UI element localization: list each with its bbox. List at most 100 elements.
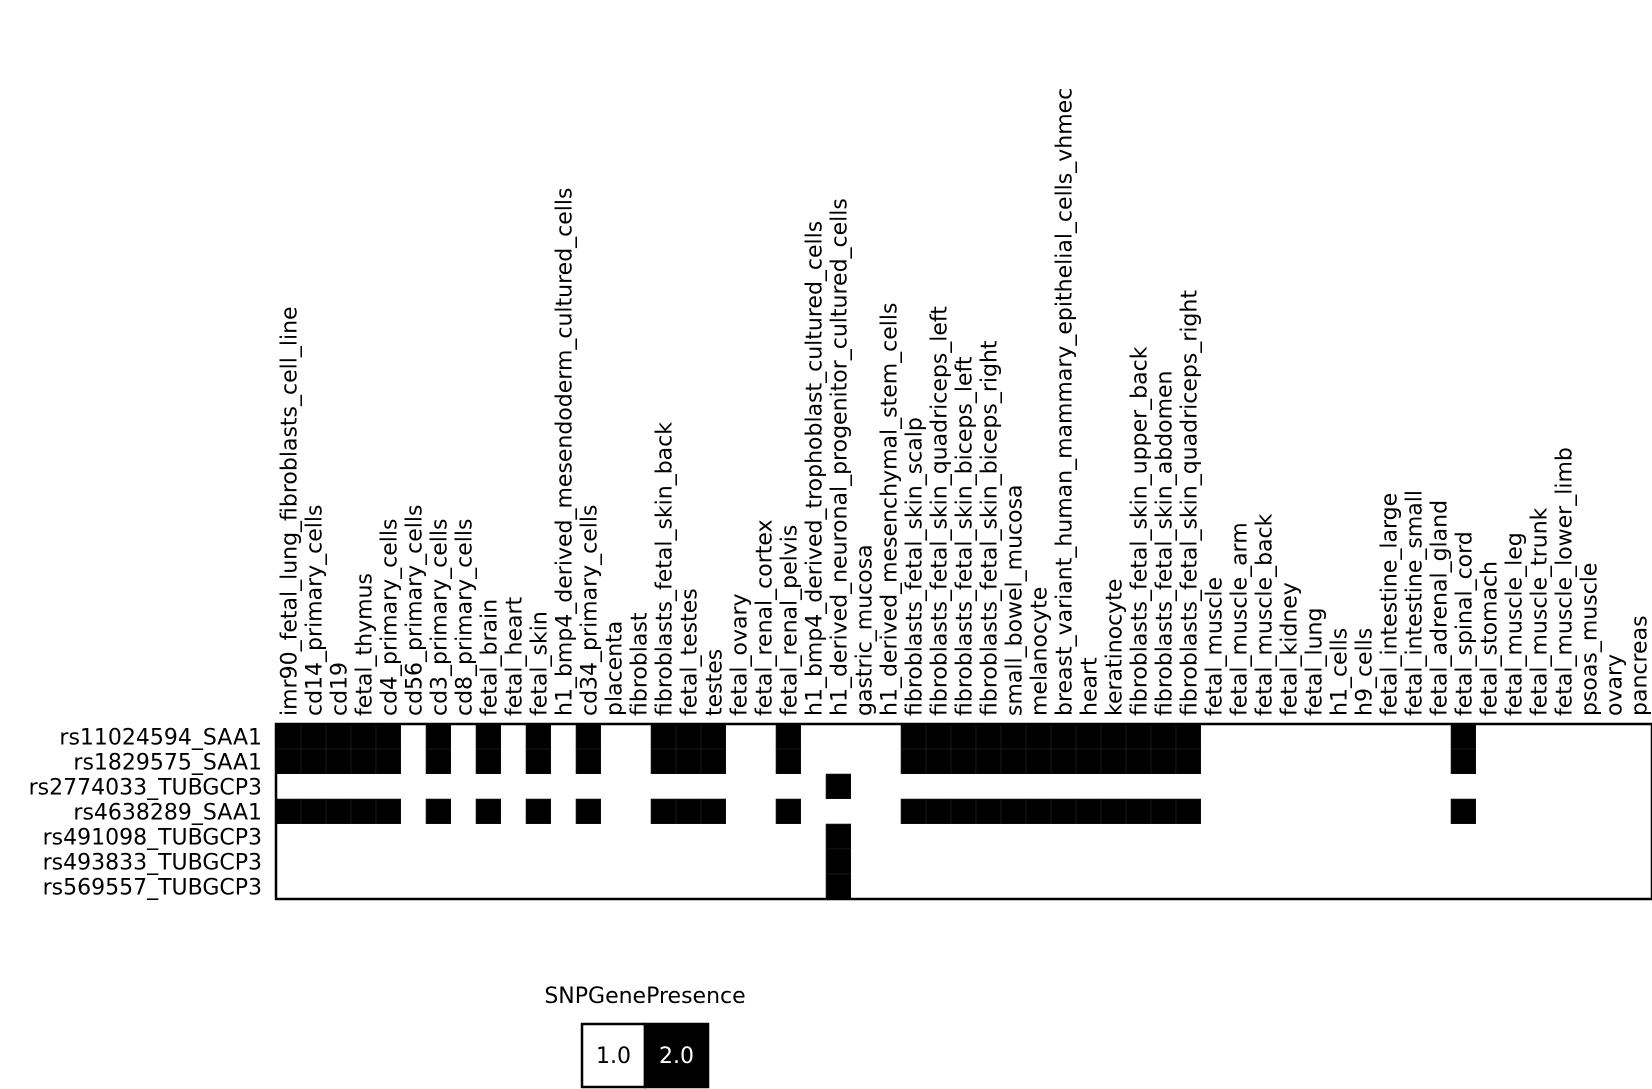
- heatmap-cell: [326, 774, 351, 799]
- heatmap-cell: [576, 824, 601, 849]
- heatmap-cell: [1450, 748, 1477, 775]
- heatmap-cell: [901, 849, 926, 874]
- heatmap-cell: [1175, 748, 1202, 775]
- heatmap-cell: [801, 874, 826, 899]
- heatmap-cell: [1075, 748, 1102, 775]
- heatmap-cell: [1125, 723, 1152, 750]
- column-label: fetal_stomach: [1478, 561, 1503, 716]
- column-label: pancreas: [1628, 615, 1652, 716]
- heatmap-cell: [501, 774, 526, 799]
- heatmap-cell: [675, 748, 702, 775]
- heatmap-cell: [676, 849, 701, 874]
- heatmap-cell: [751, 774, 776, 799]
- heatmap-cell: [1201, 749, 1226, 774]
- column-label: fibroblasts_fetal_skin_biceps_right: [978, 340, 1003, 716]
- heatmap-cell: [1501, 849, 1526, 874]
- heatmap-cell: [876, 874, 901, 899]
- heatmap-cell: [1276, 849, 1301, 874]
- heatmap-cell: [776, 774, 801, 799]
- heatmap-cell: [1626, 774, 1651, 799]
- heatmap-cell: [1101, 849, 1126, 874]
- heatmap-cell: [1501, 874, 1526, 899]
- heatmap-cell: [1001, 774, 1026, 799]
- heatmap-cell: [376, 849, 401, 874]
- heatmap-cell: [1100, 723, 1127, 750]
- heatmap-cell: [475, 748, 502, 775]
- heatmap-cell: [901, 874, 926, 899]
- heatmap-cell: [900, 798, 927, 825]
- heatmap-cell: [1351, 724, 1376, 749]
- heatmap-cell: [726, 774, 751, 799]
- heatmap-cell: [501, 799, 526, 824]
- heatmap-cell: [1376, 799, 1401, 824]
- heatmap-cell: [1276, 824, 1301, 849]
- column-label: h9_cells: [1353, 628, 1378, 716]
- heatmap-cell: [1026, 824, 1051, 849]
- heatmap-cell: [1351, 799, 1376, 824]
- heatmap-cell: [401, 724, 426, 749]
- heatmap-cell: [1251, 824, 1276, 849]
- heatmap-cell: [1551, 874, 1576, 899]
- heatmap-cell: [926, 774, 951, 799]
- heatmap-cell: [275, 723, 302, 750]
- column-label: fetal_brain: [478, 599, 503, 716]
- heatmap-cell: [1000, 723, 1027, 750]
- heatmap-cell: [1501, 774, 1526, 799]
- heatmap-cell: [626, 799, 651, 824]
- heatmap-cell: [701, 774, 726, 799]
- heatmap-cell: [1076, 849, 1101, 874]
- heatmap-cell: [1126, 874, 1151, 899]
- heatmap-cell: [1376, 774, 1401, 799]
- column-label: testes: [703, 649, 728, 716]
- column-label: cd4_primary_cells: [378, 519, 403, 716]
- column-label: fetal_ovary: [728, 593, 753, 716]
- heatmap-cell: [1151, 849, 1176, 874]
- heatmap-cell: [1050, 748, 1077, 775]
- heatmap-cell: [1601, 849, 1626, 874]
- column-label: keratinocyte: [1103, 579, 1128, 716]
- heatmap-cell: [551, 749, 576, 774]
- heatmap-cell: [926, 824, 951, 849]
- column-label: fetal_adrenal_gland: [1428, 500, 1453, 716]
- heatmap-cell: [951, 824, 976, 849]
- heatmap-cell: [975, 798, 1002, 825]
- column-label: cd56_primary_cells: [403, 505, 428, 716]
- heatmap-cell: [1201, 849, 1226, 874]
- column-label: heart: [1078, 657, 1103, 716]
- heatmap-cell: [301, 849, 326, 874]
- heatmap-cell: [425, 798, 452, 825]
- heatmap-cell: [701, 849, 726, 874]
- row-label: rs493833_TUBGCP3: [43, 851, 262, 876]
- heatmap-cell: [776, 849, 801, 874]
- heatmap-cell: [1001, 874, 1026, 899]
- heatmap-cell: [975, 748, 1002, 775]
- column-label: h1_bmp4_derived_mesendoderm_cultured_cel…: [553, 188, 578, 717]
- heatmap-cell: [526, 874, 551, 899]
- heatmap-cell: [1576, 874, 1601, 899]
- heatmap-cell: [1201, 724, 1226, 749]
- heatmap-cell: [301, 824, 326, 849]
- heatmap-cell: [551, 799, 576, 824]
- heatmap-cell: [375, 748, 402, 775]
- heatmap-cell: [351, 849, 376, 874]
- heatmap-cell: [1526, 874, 1551, 899]
- heatmap-cell: [350, 723, 377, 750]
- column-label: fetal_kidney: [1278, 582, 1303, 716]
- heatmap-cell: [776, 824, 801, 849]
- heatmap-cell: [1601, 774, 1626, 799]
- column-label: h1_derived_neuronal_progenitor_cultured_…: [828, 198, 853, 716]
- heatmap-cell: [1601, 824, 1626, 849]
- heatmap-cell: [1301, 799, 1326, 824]
- heatmap-cell: [276, 774, 301, 799]
- heatmap-cell: [1076, 824, 1101, 849]
- row-label: rs491098_TUBGCP3: [43, 826, 262, 851]
- heatmap-cell: [1326, 849, 1351, 874]
- heatmap-cell: [1326, 774, 1351, 799]
- heatmap-cell: [976, 874, 1001, 899]
- heatmap-cell: [326, 824, 351, 849]
- heatmap-cell: [1251, 874, 1276, 899]
- column-label: fibroblasts_fetal_skin_scalp: [903, 417, 928, 716]
- heatmap-cell: [626, 749, 651, 774]
- heatmap-cell: [1401, 849, 1426, 874]
- heatmap-cell: [801, 749, 826, 774]
